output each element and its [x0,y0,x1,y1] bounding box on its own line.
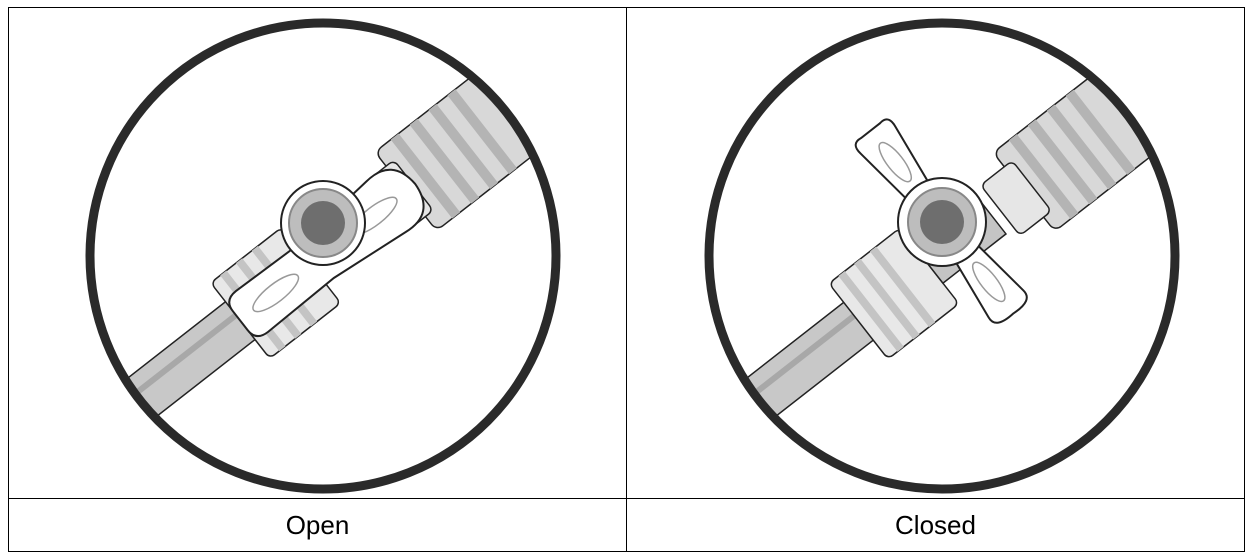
label-closed: Closed [626,498,1245,552]
stopcock-closed-illustration [704,18,1179,494]
panel-closed-image-cell [626,7,1245,499]
label-open: Open [8,498,627,552]
figure-table: Open Closed [8,7,1245,552]
stopcock-open-illustration [85,18,560,494]
panel-open-image-cell [8,7,627,499]
